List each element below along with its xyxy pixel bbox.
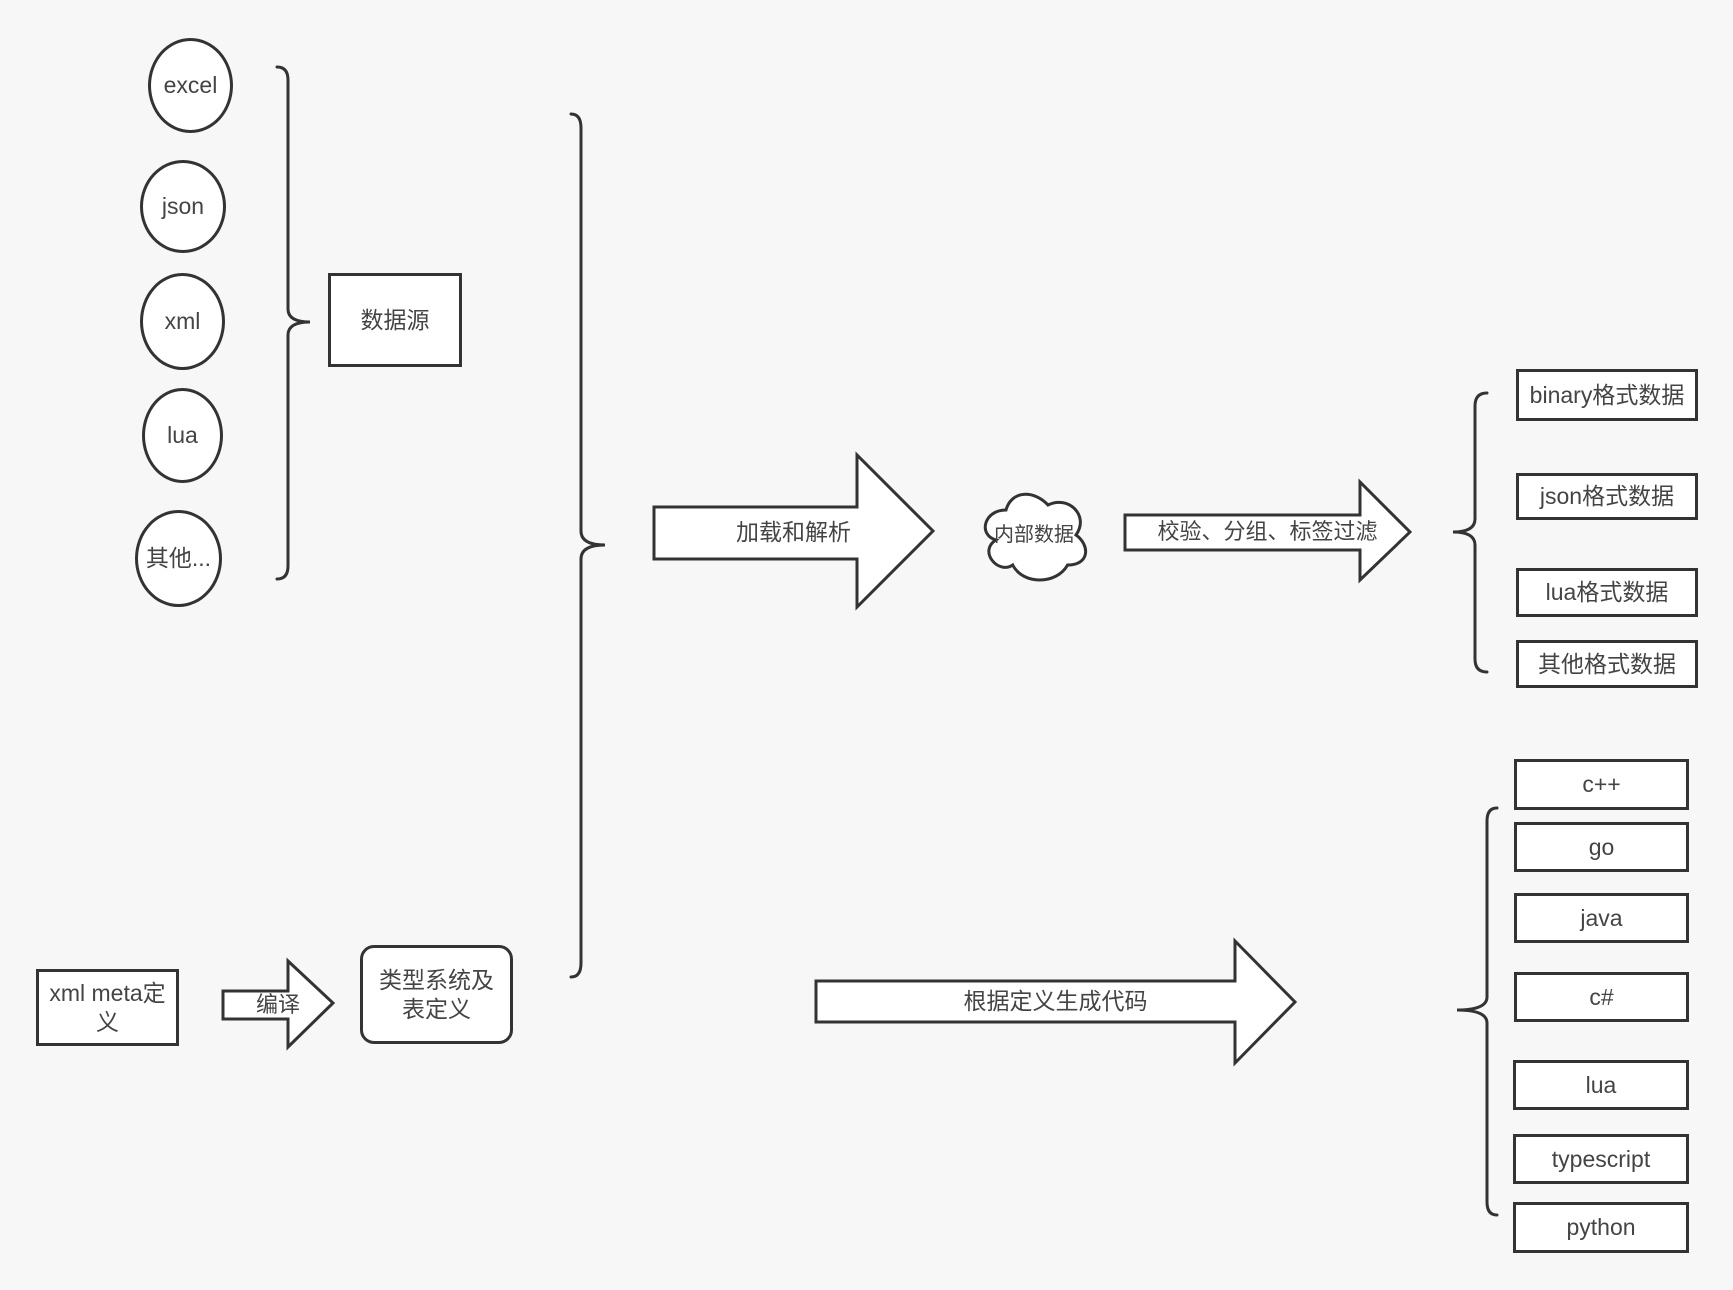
data-source-group-box: 数据源: [328, 273, 462, 367]
language-box-typescript: typescript: [1513, 1134, 1689, 1184]
language-box-python: python: [1513, 1202, 1689, 1253]
output-box-binary: binary格式数据: [1516, 369, 1698, 421]
load-parse-arrow: [652, 451, 936, 611]
sources-brace-icon: [275, 65, 311, 581]
source-node-lua: lua: [142, 388, 223, 483]
pipeline-brace-icon: [569, 112, 606, 979]
xml-meta-box: xml meta定义: [36, 969, 179, 1046]
outputs-brace-icon: [1452, 391, 1489, 674]
output-box-json: json格式数据: [1516, 473, 1698, 520]
language-box-cpp: c++: [1514, 759, 1689, 810]
language-box-lua: lua: [1513, 1060, 1689, 1110]
source-node-other: 其他...: [135, 510, 222, 607]
filter-arrow: [1123, 478, 1413, 584]
language-box-go: go: [1514, 822, 1689, 872]
languages-brace-icon: [1456, 806, 1499, 1217]
language-box-csharp: c#: [1514, 972, 1689, 1022]
source-node-xml: xml: [140, 273, 225, 370]
language-box-java: java: [1514, 893, 1689, 943]
compile-arrow: [221, 957, 336, 1051]
source-node-json: json: [140, 160, 226, 253]
type-system-box: 类型系统及表定义: [360, 945, 513, 1044]
output-box-other: 其他格式数据: [1516, 640, 1698, 688]
source-node-excel: excel: [148, 38, 233, 133]
output-box-lua: lua格式数据: [1516, 568, 1698, 617]
codegen-arrow: [814, 937, 1298, 1067]
internal-data-cloud: [983, 492, 1087, 582]
